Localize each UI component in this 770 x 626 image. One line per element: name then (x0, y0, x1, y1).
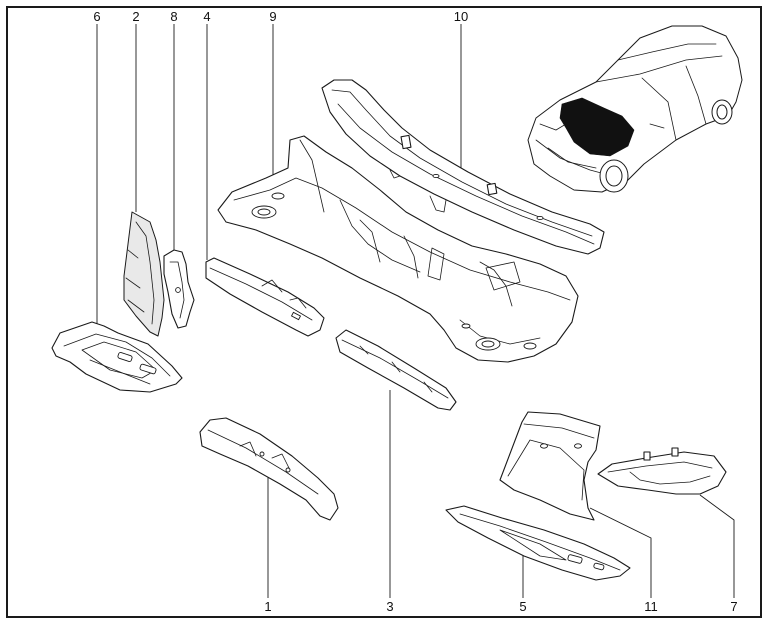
callout-2: 2 (132, 9, 140, 24)
callout-5: 5 (519, 599, 527, 614)
part-7-side-reinforcement (597, 447, 727, 495)
part-4-beam (205, 257, 325, 337)
callout-8: 8 (170, 9, 178, 24)
part-3-beam (335, 329, 457, 411)
callout-4: 4 (203, 9, 211, 24)
callout-11: 11 (644, 599, 658, 614)
callout-1: 1 (264, 599, 272, 614)
part-8-bracket (163, 249, 195, 329)
part-10-cowl-panel (321, 79, 605, 255)
part-2-side-panel (123, 211, 165, 337)
callout-9: 9 (269, 9, 277, 24)
callout-6: 6 (93, 9, 101, 24)
callout-7: 7 (730, 599, 738, 614)
part-6-floor-panel (51, 321, 183, 393)
callout-10: 10 (453, 9, 469, 24)
diagram-frame (6, 6, 762, 618)
leader-11 (589, 507, 652, 598)
part-9-dash-panel (217, 135, 579, 363)
leader-7 (699, 494, 735, 598)
part-1-crossmember (199, 417, 339, 521)
highlighted-part-icon (559, 97, 635, 157)
leader-lines (96, 24, 735, 598)
car-illustration (527, 25, 743, 193)
part-11-rear-panel (499, 411, 601, 521)
part-5-floor-panel (445, 505, 631, 581)
callout-3: 3 (386, 599, 394, 614)
